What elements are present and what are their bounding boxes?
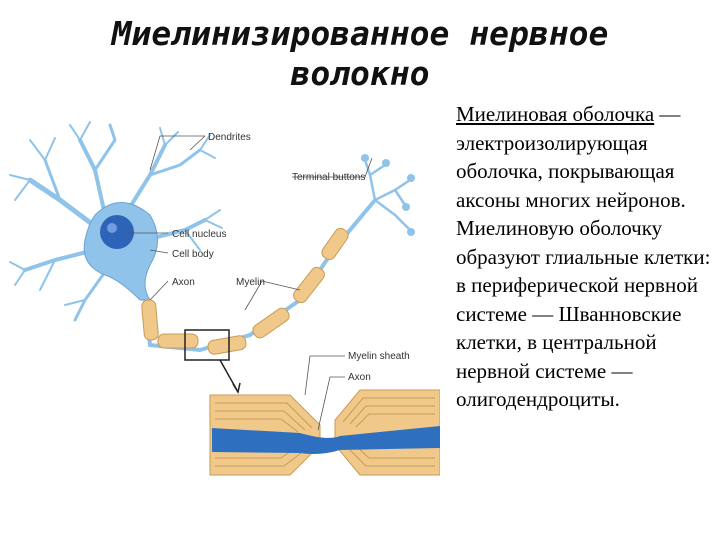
terminal-branches	[365, 160, 410, 230]
label-cell-body: Cell body	[172, 249, 214, 260]
title-line-2: волокно	[290, 54, 429, 93]
magnified-node	[210, 390, 440, 475]
description-term: Миелиновая оболочка	[456, 102, 654, 126]
label-axon-detail: Axon	[348, 372, 371, 383]
label-dendrites: Dendrites	[208, 132, 251, 143]
title-line-1: Миелинизированное нервное	[112, 14, 609, 53]
label-myelin: Myelin	[236, 277, 265, 288]
neuron-diagram: Dendrites Terminal buttons Cell nucleus …	[0, 110, 440, 540]
slide-title: Миелинизированное нервное волокно	[40, 14, 680, 94]
cell-nucleus-shape	[100, 215, 134, 249]
label-axon: Axon	[172, 277, 195, 288]
description-text: — электроизолирующая оболочка, покрывающ…	[456, 102, 710, 411]
label-cell-nucleus: Cell nucleus	[172, 229, 226, 240]
myelin-description: Миелиновая оболочка — электроизолирующая…	[456, 100, 718, 414]
label-myelin-sheath: Myelin sheath	[348, 351, 410, 362]
label-terminal-buttons: Terminal buttons	[292, 172, 365, 183]
